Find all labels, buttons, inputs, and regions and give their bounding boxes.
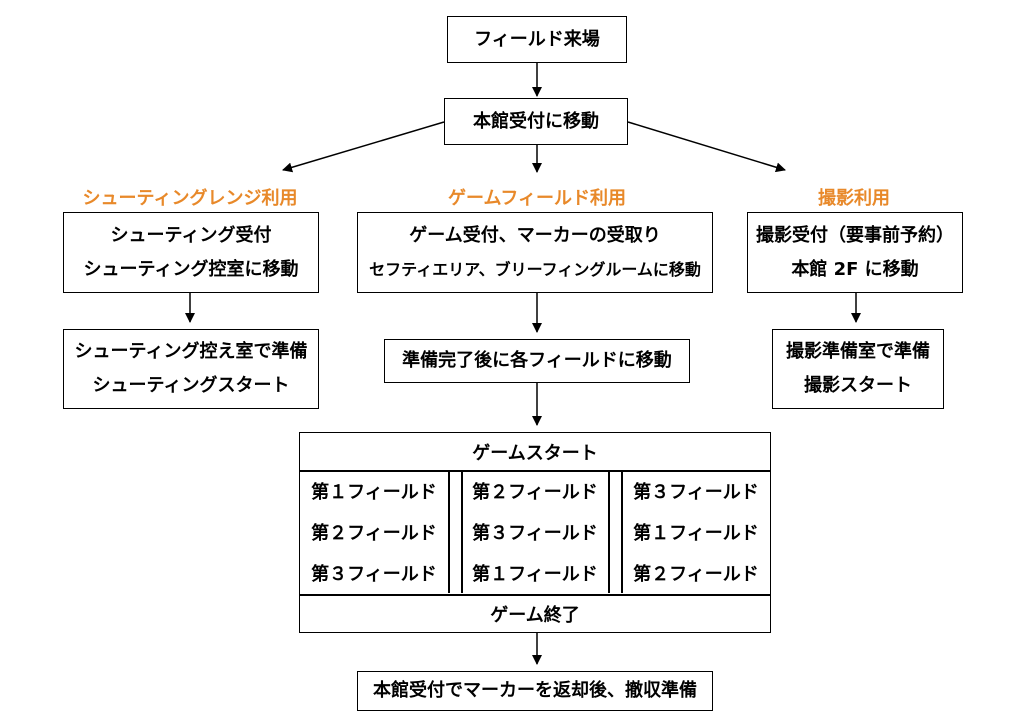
field-column-3: 第３フィールド 第１フィールド 第２フィールド xyxy=(622,471,770,593)
game-rotation-box: ゲームスタート 第１フィールド 第２フィールド 第３フィールド 第２フィールド … xyxy=(299,432,771,633)
field-column-2: 第２フィールド 第３フィールド 第１フィールド xyxy=(462,471,608,593)
photo-step2-line2: 撮影スタート xyxy=(804,375,912,396)
field-col1-3: 第３フィールド xyxy=(311,563,437,585)
field-col2-3: 第１フィールド xyxy=(472,563,598,585)
game-step2-label: 準備完了後に各フィールドに移動 xyxy=(402,350,672,371)
photo-step2-line1: 撮影準備室で準備 xyxy=(786,341,930,362)
game-reception-box: ゲーム受付、マーカーの受取り セフティエリア、ブリーフィングルームに移動 xyxy=(357,212,713,293)
field-col1-1: 第１フィールド xyxy=(311,482,437,504)
divider-col-a xyxy=(448,471,450,593)
shooting-reception-box: シューティング受付 シューティング控室に移動 xyxy=(63,212,319,293)
divider-bottom xyxy=(300,594,770,596)
divider-top xyxy=(300,470,770,472)
reception-box: 本館受付に移動 xyxy=(444,98,628,145)
shooting-step1-line1: シューティング受付 xyxy=(110,224,272,246)
arrow-reception-to-photo xyxy=(627,121,786,173)
game-start-row: ゲームスタート xyxy=(300,433,770,470)
field-col2-2: 第３フィールド xyxy=(472,522,598,544)
reception-label: 本館受付に移動 xyxy=(473,110,599,132)
game-step1-line1: ゲーム受付、マーカーの受取り xyxy=(409,224,661,246)
shooting-step1-line2: シューティング控室に移動 xyxy=(83,258,299,280)
shooting-prep-box: シューティング控え室で準備 シューティングスタート xyxy=(63,329,319,409)
shooting-heading: シューティングレンジ利用 xyxy=(82,188,298,209)
game-step1-line2: セフティエリア、ブリーフィングルームに移動 xyxy=(369,259,701,279)
game-start-label: ゲームスタート xyxy=(472,442,598,464)
field-col1-2: 第２フィールド xyxy=(311,522,437,544)
start-label: フィールド来場 xyxy=(474,28,600,50)
finish-label: 本館受付でマーカーを返却後、撤収準備 xyxy=(373,680,697,701)
field-col2-1: 第２フィールド xyxy=(472,482,598,504)
photo-step1-line1: 撮影受付（要事前予約） xyxy=(756,224,954,246)
photo-step1-line2: 本館 2F に移動 xyxy=(791,258,919,280)
photo-heading: 撮影利用 xyxy=(818,188,890,209)
field-col3-1: 第３フィールド xyxy=(633,482,759,504)
shooting-step2-line2: シューティングスタート xyxy=(92,375,290,396)
divider-col-d xyxy=(621,471,623,593)
field-col3-2: 第１フィールド xyxy=(633,522,759,544)
game-move-box: 準備完了後に各フィールドに移動 xyxy=(384,339,690,383)
photo-prep-box: 撮影準備室で準備 撮影スタート xyxy=(772,329,944,409)
field-column-1: 第１フィールド 第２フィールド 第３フィールド xyxy=(300,471,448,593)
arrow-reception-to-shooting xyxy=(282,121,445,173)
finish-box: 本館受付でマーカーを返却後、撤収準備 xyxy=(357,671,713,711)
photo-reception-box: 撮影受付（要事前予約） 本館 2F に移動 xyxy=(747,212,963,293)
divider-col-b xyxy=(461,471,463,593)
divider-col-c xyxy=(608,471,610,593)
shooting-step2-line1: シューティング控え室で準備 xyxy=(74,341,308,362)
field-col3-3: 第２フィールド xyxy=(633,563,759,585)
game-end-row: ゲーム終了 xyxy=(300,595,770,632)
start-box: フィールド来場 xyxy=(447,16,627,63)
game-heading: ゲームフィールド利用 xyxy=(447,188,627,209)
game-end-label: ゲーム終了 xyxy=(490,604,580,626)
